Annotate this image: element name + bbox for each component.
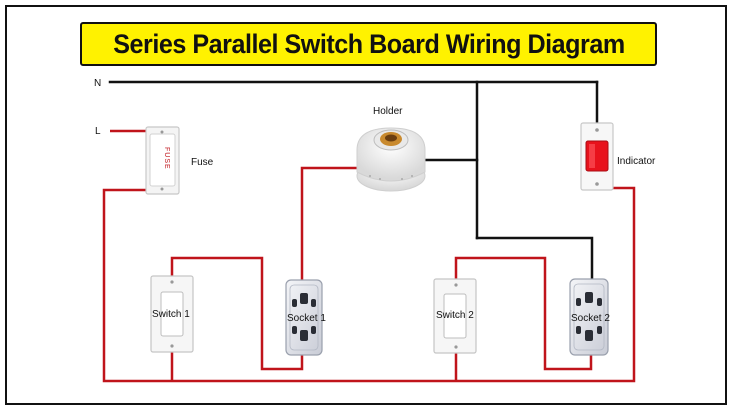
switch2-to-socket2-wire (454, 256, 593, 371)
socket2-unit (569, 278, 609, 356)
neutral-to-socket2-wire (475, 236, 594, 282)
holder-label: Holder (373, 106, 403, 117)
indicator-lamp (580, 122, 614, 191)
socket1-to-holder-wire (300, 166, 365, 282)
switch1-unit (150, 275, 194, 353)
switch1-label: Switch 1 (152, 309, 190, 320)
bulb-holder (356, 127, 426, 192)
socket1-unit (285, 279, 323, 356)
title-banner: Series Parallel Switch Board Wiring Diag… (80, 22, 657, 66)
socket1-label: Socket 1 (287, 313, 326, 324)
live-label: L (95, 126, 101, 137)
neutral-label: N (94, 78, 101, 89)
live-wires (102, 129, 636, 383)
diagram-title: Series Parallel Switch Board Wiring Diag… (112, 28, 625, 59)
switch1-to-socket1-wire (170, 256, 304, 371)
fuse-unit: FUSE (145, 126, 180, 195)
switch2-unit (433, 278, 477, 354)
fuse-body-text: FUSE (163, 147, 170, 170)
neutral-wires (108, 80, 599, 282)
indicator-label: Indicator (617, 156, 656, 167)
switch2-label: Switch 2 (436, 310, 474, 321)
fuse-to-bus-wire (102, 186, 636, 383)
fuse-label: Fuse (191, 157, 214, 168)
socket2-label: Socket 2 (571, 313, 610, 324)
